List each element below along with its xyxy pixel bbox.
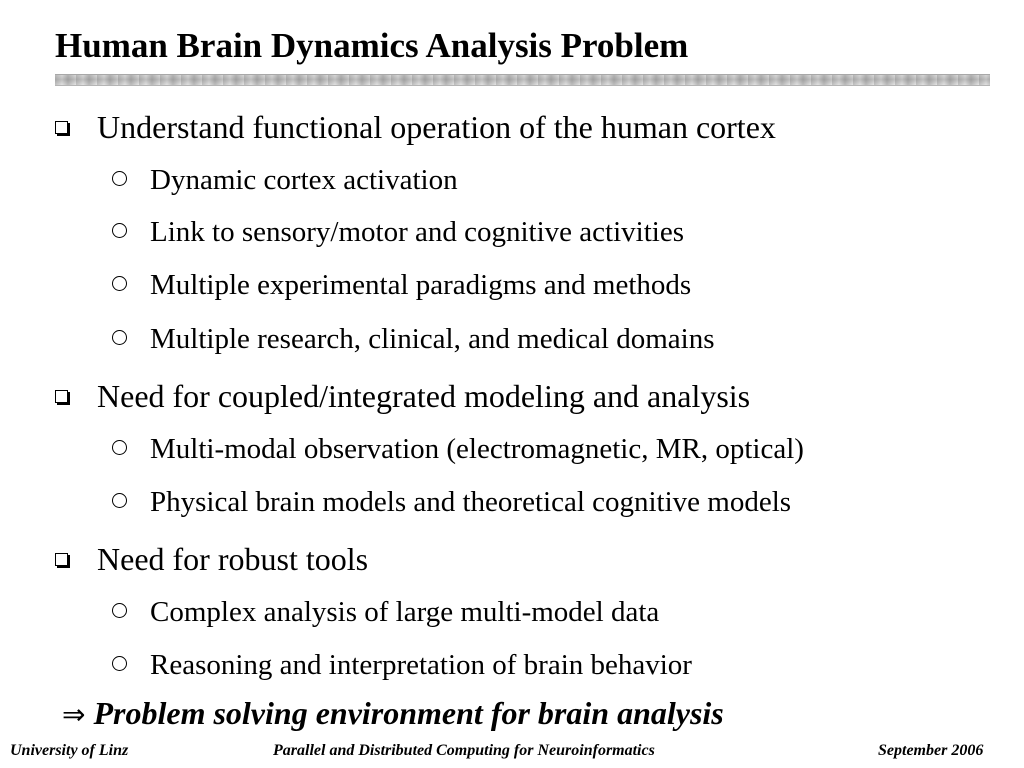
sub-bullet-item: Physical brain models and theoretical co… <box>110 488 791 517</box>
sub-bullet-text: Multiple research, clinical, and medical… <box>150 323 715 355</box>
bullet-text: Need for robust tools <box>97 541 369 577</box>
circle-bullet-icon <box>112 440 127 455</box>
sub-bullet-text: Dynamic cortex activation <box>150 164 458 196</box>
implies-arrow-icon: ⇒ <box>62 698 86 731</box>
sub-bullet-text: Reasoning and interpretation of brain be… <box>150 649 692 681</box>
circle-bullet-icon <box>112 603 127 618</box>
square-bullet-icon <box>55 390 68 403</box>
bullet-item: Need for coupled/integrated modeling and… <box>55 380 750 412</box>
square-bullet-icon <box>55 553 68 566</box>
circle-bullet-icon <box>112 330 127 345</box>
bullet-item: Need for robust tools <box>55 543 368 575</box>
sub-bullet-item: Dynamic cortex activation <box>110 166 458 195</box>
circle-bullet-icon <box>112 656 127 671</box>
sub-bullet-item: Reasoning and interpretation of brain be… <box>110 651 692 680</box>
footer-institution: University of Linz <box>10 742 129 759</box>
sub-bullet-text: Multi-modal observation (electromagnetic… <box>150 433 804 465</box>
square-bullet-icon <box>55 121 68 134</box>
sub-bullet-item: Multiple research, clinical, and medical… <box>110 325 715 354</box>
sub-bullet-item: Multiple experimental paradigms and meth… <box>110 271 691 300</box>
circle-bullet-icon <box>112 223 127 238</box>
footer-date: September 2006 <box>878 742 984 759</box>
footer-course-title: Parallel and Distributed Computing for N… <box>273 742 655 759</box>
sub-bullet-item: Multi-modal observation (electromagnetic… <box>110 435 804 464</box>
slide-title: Human Brain Dynamics Analysis Problem <box>55 26 689 65</box>
conclusion-text: Problem solving environment for brain an… <box>93 695 724 731</box>
circle-bullet-icon <box>112 493 127 508</box>
conclusion-line: ⇒Problem solving environment for brain a… <box>62 697 724 729</box>
bullet-text: Need for coupled/integrated modeling and… <box>97 378 751 414</box>
bullet-text: Understand functional operation of the h… <box>97 109 776 145</box>
bullet-item: Understand functional operation of the h… <box>55 111 776 143</box>
sub-bullet-text: Link to sensory/motor and cognitive acti… <box>150 216 684 248</box>
circle-bullet-icon <box>112 171 127 186</box>
circle-bullet-icon <box>112 276 127 291</box>
sub-bullet-item: Link to sensory/motor and cognitive acti… <box>110 218 684 247</box>
sub-bullet-text: Multiple experimental paradigms and meth… <box>150 269 692 301</box>
title-divider <box>55 74 990 86</box>
sub-bullet-text: Physical brain models and theoretical co… <box>150 486 792 518</box>
sub-bullet-item: Complex analysis of large multi-model da… <box>110 598 659 627</box>
sub-bullet-text: Complex analysis of large multi-model da… <box>150 596 660 628</box>
